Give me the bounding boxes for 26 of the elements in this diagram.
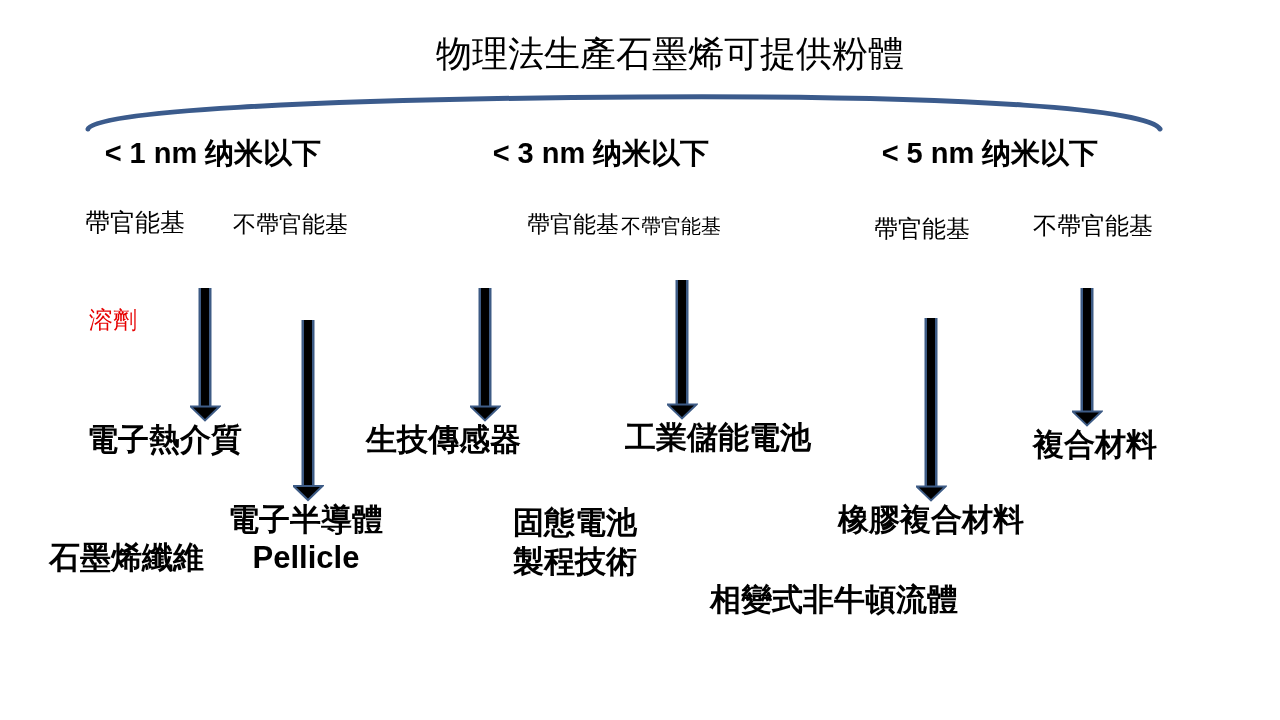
application-text: 相變式非牛頓流體 xyxy=(710,581,958,619)
application-text: 工業儲能電池 xyxy=(625,419,811,457)
arrow xyxy=(915,318,947,502)
category-label: 不帶官能基 xyxy=(1033,211,1153,241)
application-text: 電子半導體 Pellicle xyxy=(223,501,389,577)
application-text: 橡膠複合材料 xyxy=(838,501,1024,539)
annotation-text: 溶劑 xyxy=(89,305,137,335)
category-label: 不帶官能基 xyxy=(621,214,721,238)
application-text: 石墨烯纖維 xyxy=(48,539,204,577)
arrow xyxy=(189,288,221,422)
category-label: 帶官能基 xyxy=(874,214,970,244)
application-text: 生技傳感器 xyxy=(365,421,521,459)
size-heading: < 3 nm 纳米以下 xyxy=(492,135,710,171)
title: 物理法生產石墨烯可提供粉體 xyxy=(436,32,904,76)
arrow xyxy=(469,288,501,422)
arrow xyxy=(666,280,698,420)
application-text: 複合材料 xyxy=(1033,426,1157,464)
size-heading: < 5 nm 纳米以下 xyxy=(881,135,1099,171)
application-text: 電子熱介質 xyxy=(86,421,242,459)
category-label: 帶官能基 xyxy=(527,211,619,239)
arrow xyxy=(1071,288,1103,427)
category-label: 不帶官能基 xyxy=(232,211,348,239)
application-text: 固態電池製程技術 xyxy=(513,503,647,581)
arrow xyxy=(292,320,324,501)
category-label: 帶官能基 xyxy=(85,207,185,237)
size-heading: < 1 nm 纳米以下 xyxy=(104,135,322,171)
